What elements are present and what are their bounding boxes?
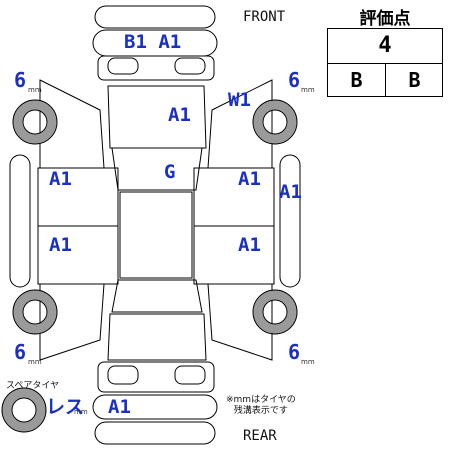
left-front-door-mark: A1: [49, 168, 72, 190]
front-bumper-mark: B1 A1: [124, 31, 182, 53]
rear-bumper-bottom: [94, 421, 216, 445]
left-rear-door-mark: A1: [49, 234, 72, 256]
rear-right-tire-unit: mm: [301, 358, 315, 366]
left-rocker: [9, 154, 31, 288]
rear-bumper-mark: A1: [108, 396, 131, 418]
front-right-tire-depth: 6: [288, 68, 301, 92]
spare-tire-value: レス: [46, 396, 85, 418]
right-side-panel-mark: A1: [279, 181, 302, 203]
front-label: FRONT: [243, 9, 286, 25]
tread-note: ※mmはタイヤの 残溝表示です: [226, 395, 296, 417]
front-panel: [97, 55, 215, 81]
right-rocker: [279, 154, 301, 288]
rear-left-wheel: [13, 290, 57, 334]
rear-panel: [97, 361, 215, 393]
rear-window: [111, 279, 203, 313]
trunk: [107, 313, 207, 361]
rear-label: REAR: [243, 428, 277, 444]
front-grille-left: [107, 57, 139, 75]
rear-bumper: [92, 394, 218, 420]
windshield-mark: W1: [228, 89, 251, 111]
roof-mark: G: [164, 161, 176, 183]
exterior-grade: B: [408, 68, 421, 92]
right-rear-door: [193, 225, 275, 285]
right-front-door: [193, 167, 275, 227]
front-right-tire-unit: mm: [301, 86, 315, 94]
score-title: 評価点: [359, 9, 411, 29]
front-left-tire-depth: 6: [14, 68, 27, 92]
roof: [119, 191, 193, 279]
right-rear-door-mark: A1: [238, 234, 261, 256]
left-rear-fender: [39, 283, 105, 361]
front-bumper-top: [94, 5, 216, 29]
score-panel: 4 B B: [327, 28, 443, 97]
rear-left-tire-depth: 6: [14, 340, 27, 364]
rear-left-tire-unit: mm: [28, 358, 42, 366]
windshield: [111, 147, 203, 191]
spare-wheel: [2, 388, 46, 432]
front-left-wheel: [13, 100, 57, 144]
right-rear-fender: [207, 283, 273, 361]
tread-note-line2: 残溝表示です: [233, 406, 288, 416]
front-right-wheel: [253, 100, 297, 144]
rear-right-wheel: [253, 290, 297, 334]
rear-lamp-right: [174, 365, 206, 385]
rear-lamp-left: [107, 365, 139, 385]
front-grille-right: [174, 57, 206, 75]
hood-mark: A1: [168, 104, 191, 126]
spare-tire-label: スペアタイヤ: [6, 381, 60, 391]
front-left-tire-unit: mm: [28, 86, 42, 94]
hood: [107, 85, 207, 149]
interior-grade: B: [328, 64, 386, 96]
overall-score: 4: [328, 29, 442, 64]
tread-note-line1: ※mmはタイヤの: [226, 395, 296, 405]
rear-right-tire-depth: 6: [288, 340, 301, 364]
spare-tire-unit: mm: [74, 408, 88, 416]
right-front-door-mark: A1: [238, 168, 261, 190]
